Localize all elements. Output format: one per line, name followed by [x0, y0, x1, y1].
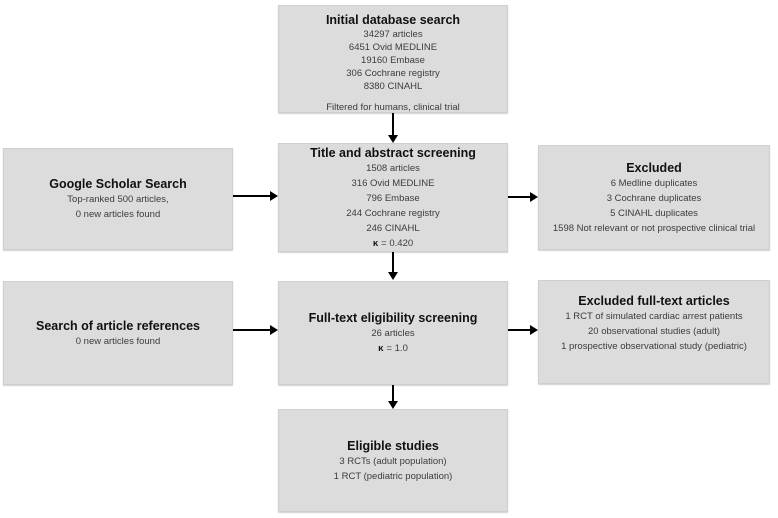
box-line: 306 Cochrane registry [346, 68, 440, 79]
kappa-statistic: κ= 0.420 [373, 236, 413, 251]
kappa-value: = 0.420 [381, 237, 414, 249]
kappa-symbol: κ [378, 343, 384, 354]
box-line: 796 Embase [366, 192, 420, 204]
box-fulltext-eligibility-screening: Full-text eligibility screening 26 artic… [278, 281, 508, 385]
arrow-fulltext-to-excluded-fulltext [508, 325, 538, 335]
box-excluded-duplicates: Excluded 6 Medline duplicates 3 Cochrane… [538, 145, 770, 250]
kappa-statistic: κ= 1.0 [378, 341, 408, 356]
box-line: 0 new articles found [75, 209, 161, 220]
box-title: Excluded full-text articles [578, 294, 730, 308]
arrow-scholar-to-title-screening [233, 191, 278, 201]
box-line: 3 RCTs (adult population) [339, 455, 447, 467]
box-title: Excluded [626, 160, 682, 175]
box-title: Eligible studies [347, 438, 439, 453]
kappa-symbol: κ [372, 237, 379, 249]
arrow-title-screening-to-excluded [508, 192, 538, 202]
box-line: 246 CINAHL [366, 222, 420, 234]
box-line: 1 RCT of simulated cardiac arrest patien… [565, 311, 743, 322]
box-search-article-references: Search of article references 0 new artic… [3, 281, 233, 385]
box-line: 1 prospective observational study (pedia… [561, 341, 747, 352]
box-line: 3 Cochrane duplicates [606, 192, 702, 204]
box-line: 8380 CINAHL [363, 81, 423, 92]
box-line: 20 observational studies (adult) [587, 326, 721, 337]
kappa-value: = 1.0 [386, 343, 408, 354]
box-line: 6 Medline duplicates [610, 177, 698, 189]
box-line: 6451 Ovid MEDLINE [348, 42, 438, 53]
arrow-title-screening-to-fulltext [388, 252, 398, 280]
box-title: Full-text eligibility screening [308, 311, 478, 325]
box-eligible-studies: Eligible studies 3 RCTs (adult populatio… [278, 409, 508, 512]
box-title: Search of article references [36, 318, 200, 333]
box-line: 34297 articles [363, 29, 423, 40]
box-line: 5 CINAHL duplicates [610, 207, 698, 219]
box-excluded-fulltext-articles: Excluded full-text articles 1 RCT of sim… [538, 280, 770, 384]
box-title: Initial database search [325, 13, 461, 27]
box-initial-database-search: Initial database search 34297 articles 6… [278, 5, 508, 113]
box-title-abstract-screening: Title and abstract screening 1508 articl… [278, 143, 508, 252]
box-footnote: Filtered for humans, clinical trial [326, 102, 460, 113]
box-line: 26 articles [371, 328, 415, 339]
box-line: Top-ranked 500 articles, [67, 194, 169, 205]
box-title: Google Scholar Search [49, 177, 187, 191]
box-line: 1 RCT (pediatric population) [333, 470, 453, 482]
arrow-references-to-fulltext [233, 325, 278, 335]
box-line: 19160 Embase [361, 55, 425, 66]
box-google-scholar-search: Google Scholar Search Top-ranked 500 art… [3, 148, 233, 250]
arrow-fulltext-to-eligible [388, 385, 398, 409]
box-line: 1508 articles [366, 162, 420, 174]
box-line: 244 Cochrane registry [346, 207, 440, 219]
box-title: Title and abstract screening [310, 145, 476, 160]
box-line: 0 new articles found [75, 335, 161, 347]
box-line: 1598 Not relevant or not prospective cli… [552, 222, 756, 234]
box-line: 316 Ovid MEDLINE [351, 177, 435, 189]
arrow-initial-to-title-screening [388, 113, 398, 143]
